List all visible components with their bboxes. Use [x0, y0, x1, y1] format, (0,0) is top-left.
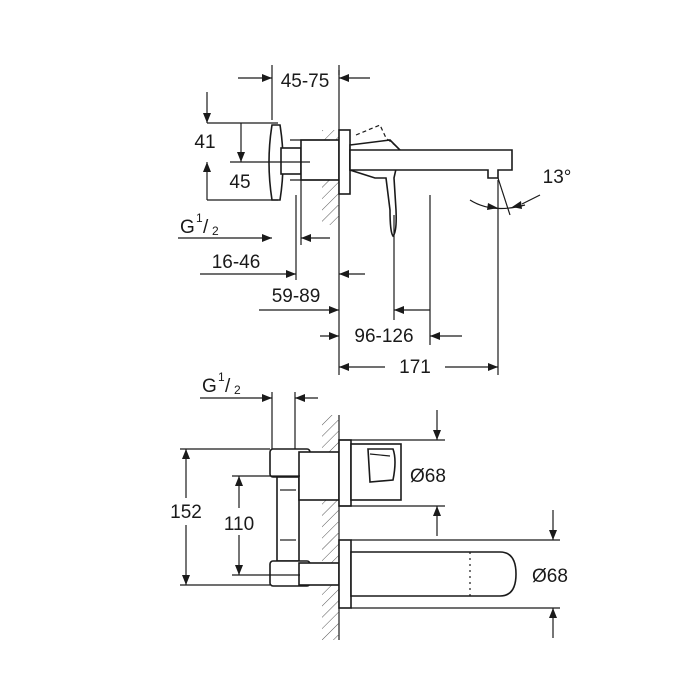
side-view: 45-75 41 45 G 1 / 2 [178, 65, 571, 378]
front-lower-plate [338, 539, 517, 609]
dim-upper-rosette: Ø68 [339, 410, 446, 536]
dim-171: 171 [339, 180, 499, 378]
thread-front-prefix: G [202, 376, 217, 397]
dim-thread-side: G 1 / 2 [178, 180, 330, 245]
dim-59-89-label: 59-89 [272, 286, 321, 307]
lower-rosette-label: Ø68 [532, 566, 568, 587]
thread-side-slash: / [203, 217, 209, 238]
thread-side-prefix: G [180, 217, 195, 238]
side-lever-handle [349, 124, 401, 238]
dim-45-75: 45-75 [238, 65, 370, 120]
thread-front-num: 1 [218, 370, 225, 384]
upper-rosette-label: Ø68 [410, 466, 446, 487]
front-wall [322, 415, 340, 640]
dim-lower-rosette: Ø68 [351, 510, 568, 638]
dim-41-label: 41 [194, 132, 215, 153]
thread-front-den: 2 [234, 383, 241, 397]
thread-side-den: 2 [212, 224, 219, 238]
front-rough-body [269, 448, 340, 587]
dim-41-45: 41 45 [194, 92, 310, 201]
dim-angle-label: 13° [543, 167, 572, 188]
dim-thread-front: G 1 / 2 [200, 370, 318, 449]
dim-45-label: 45 [229, 172, 250, 193]
dim-59-89: 59-89 [259, 215, 430, 375]
dim-45-75-label: 45-75 [281, 71, 330, 92]
dim-96-126: 96-126 [320, 195, 462, 347]
dim-16-46-label: 16-46 [212, 252, 261, 273]
side-valve-body [268, 124, 340, 201]
thread-side-num: 1 [196, 211, 203, 225]
dim-16-46: 16-46 [200, 195, 365, 280]
dim-96-126-label: 96-126 [354, 326, 413, 347]
thread-front-slash: / [225, 376, 231, 397]
dim-152: 152 [170, 448, 270, 586]
dim-171-label: 171 [399, 357, 431, 378]
dim-110: 110 [224, 475, 300, 576]
side-cover-plate [338, 129, 351, 195]
dim-110-label: 110 [224, 514, 254, 535]
front-view: G 1 / 2 152 [170, 370, 568, 640]
front-upper-plate [338, 439, 402, 507]
dim-152-label: 152 [170, 502, 202, 523]
side-spout [349, 149, 513, 179]
dim-angle: 13° [469, 167, 572, 216]
